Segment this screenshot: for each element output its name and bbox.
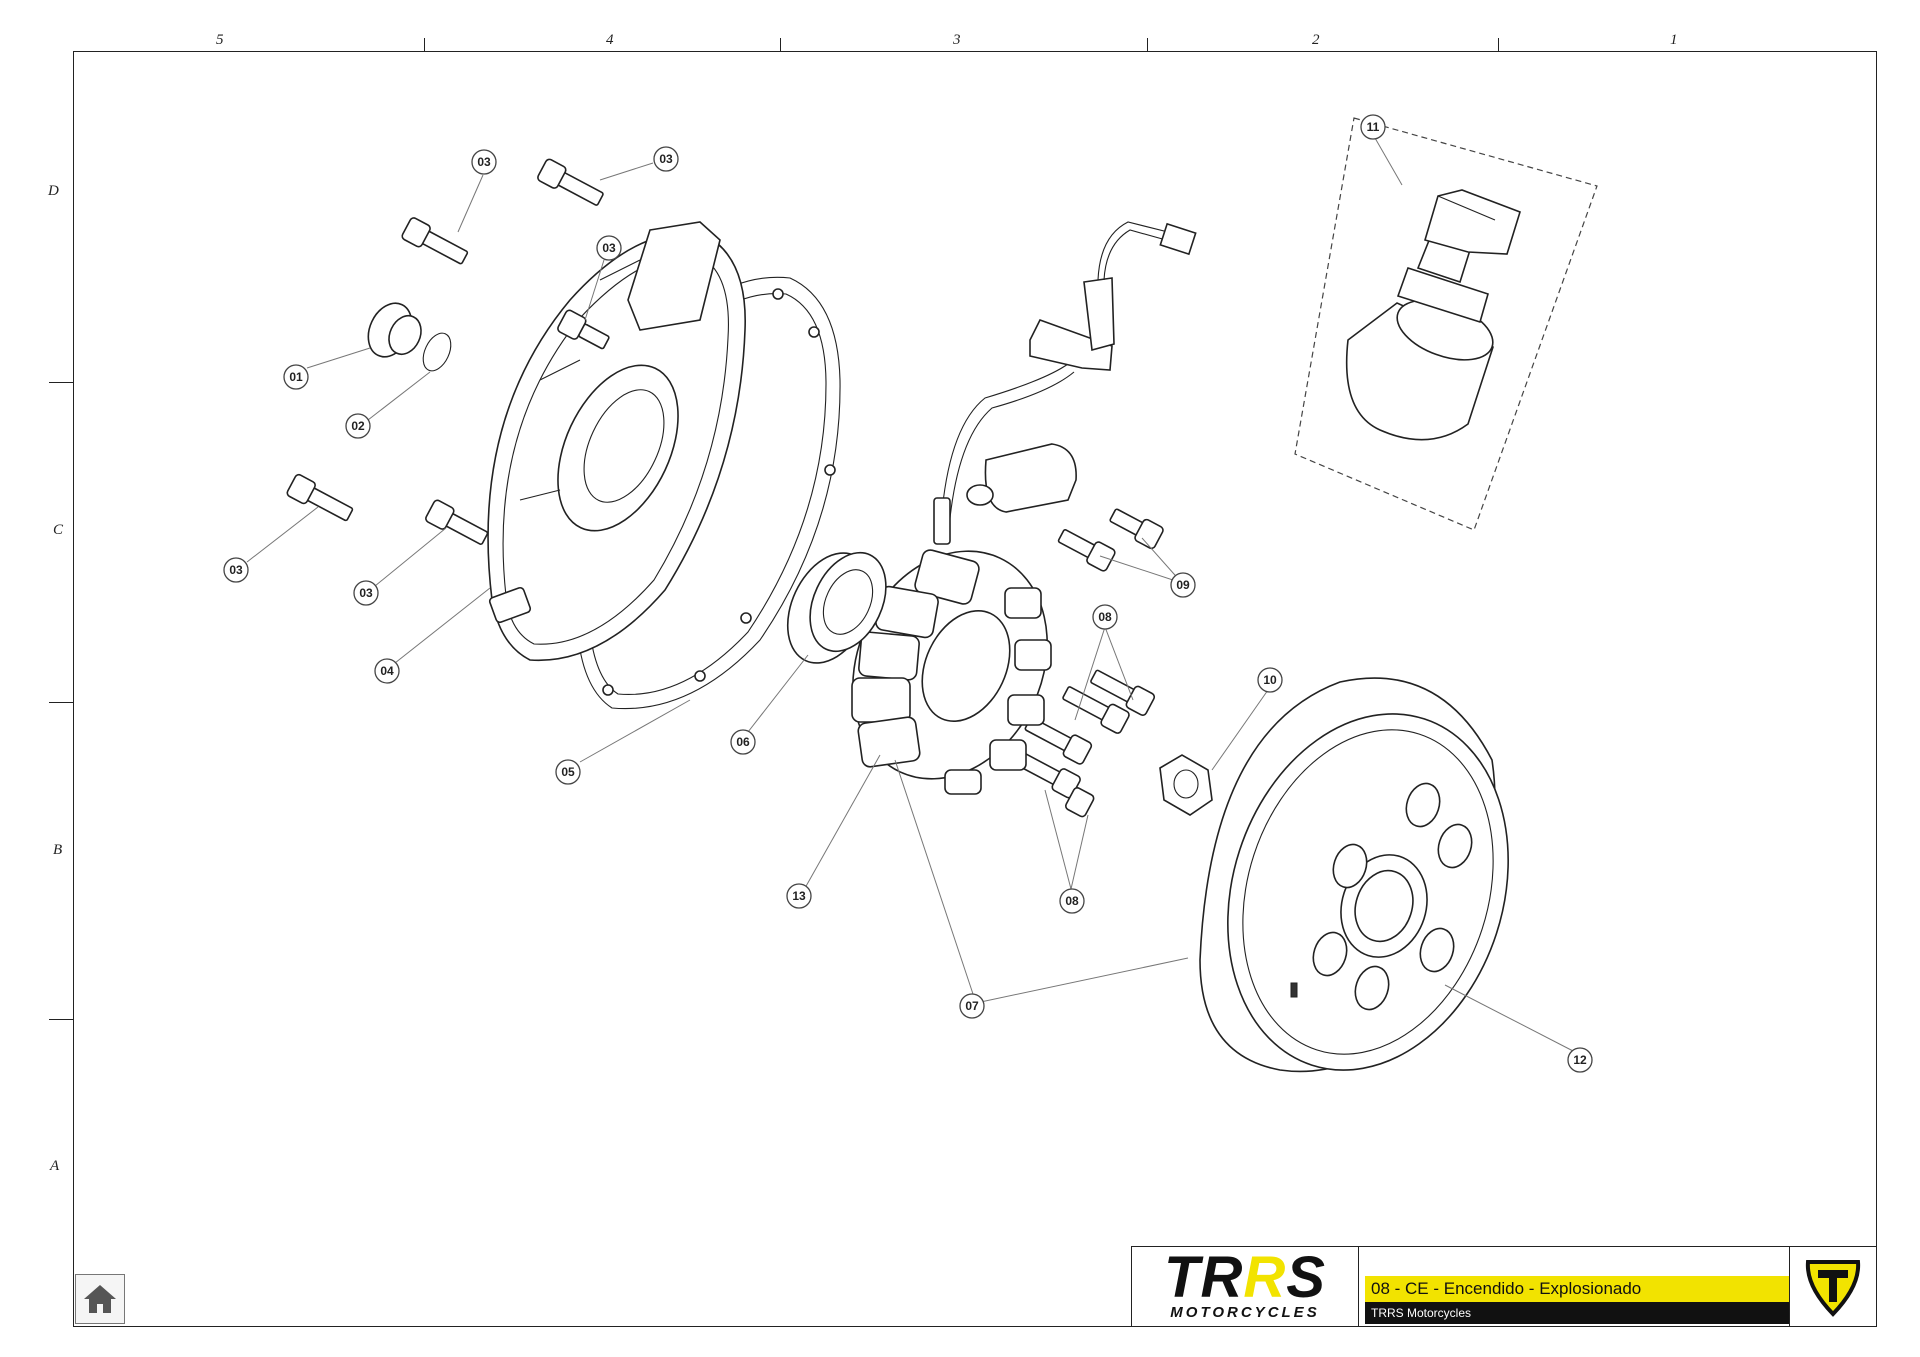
column-tick xyxy=(1498,38,1499,52)
part-09-pickup-screws xyxy=(1057,508,1164,572)
svg-text:03: 03 xyxy=(602,241,616,255)
part-01-plug xyxy=(367,302,422,358)
part-12-flywheel-rotor xyxy=(1199,677,1509,1073)
logo-letter-accent: R xyxy=(1243,1245,1287,1310)
svg-text:06: 06 xyxy=(736,735,750,749)
row-tick xyxy=(49,702,73,703)
drawing-title: 08 - CE - Encendido - Explosionado xyxy=(1365,1276,1789,1302)
svg-text:10: 10 xyxy=(1263,673,1277,687)
leader-lines xyxy=(246,137,1576,1053)
svg-text:07: 07 xyxy=(965,999,979,1013)
logo-letters-tr: TR xyxy=(1164,1245,1244,1310)
title-info: 08 - CE - Encendido - Explosionado TRRS … xyxy=(1359,1247,1789,1326)
svg-text:02: 02 xyxy=(351,419,365,433)
svg-text:08: 08 xyxy=(1065,894,1079,908)
trrs-logo: TRRS MOTORCYCLES xyxy=(1132,1247,1359,1326)
part-04-ignition-cover xyxy=(487,221,746,662)
title-block: TRRS MOTORCYCLES 08 - CE - Encendido - E… xyxy=(1131,1246,1877,1327)
row-tick xyxy=(49,382,73,383)
column-tick xyxy=(1147,38,1148,52)
svg-text:11: 11 xyxy=(1367,120,1380,134)
svg-text:09: 09 xyxy=(1176,578,1190,592)
part-07-wiring-pickup xyxy=(933,221,1197,545)
logo-wordmark: TRRS xyxy=(1164,1249,1326,1307)
row-label-a: A xyxy=(50,1158,60,1174)
column-label-5: 5 xyxy=(216,32,224,48)
part-13-stator xyxy=(851,549,1052,795)
svg-text:08: 08 xyxy=(1098,610,1112,624)
part-08-stator-screws xyxy=(1014,669,1156,818)
svg-text:03: 03 xyxy=(477,155,491,169)
svg-text:12: 12 xyxy=(1573,1053,1587,1067)
drawing-frame xyxy=(73,51,1877,1327)
row-label-c: C xyxy=(53,522,64,538)
svg-text:01: 01 xyxy=(289,370,303,384)
callout-03: 03 xyxy=(471,149,497,175)
svg-text:03: 03 xyxy=(359,586,373,600)
svg-text:13: 13 xyxy=(792,889,806,903)
trrs-shield-icon xyxy=(1805,1259,1861,1317)
row-label-b: B xyxy=(53,842,63,858)
svg-text:03: 03 xyxy=(659,152,673,166)
callout-10: 10 xyxy=(1257,667,1283,693)
callout-08: 08 xyxy=(1092,604,1118,630)
svg-text:05: 05 xyxy=(561,765,575,779)
home-icon xyxy=(84,1285,116,1313)
callout-07: 07 xyxy=(959,993,985,1019)
part-11-flywheel-puller xyxy=(1294,117,1598,531)
callout-03: 03 xyxy=(223,557,249,583)
trrs-badge xyxy=(1789,1247,1876,1326)
column-label-4: 4 xyxy=(606,32,614,48)
part-10-nut xyxy=(1159,754,1213,816)
callout-12: 12 xyxy=(1567,1047,1593,1073)
callout-01: 01 xyxy=(283,364,309,390)
callout-03: 03 xyxy=(596,235,622,261)
logo-letter-s: S xyxy=(1286,1245,1326,1310)
callout-03: 03 xyxy=(353,580,379,606)
logo-tagline: MOTORCYCLES xyxy=(1170,1304,1320,1321)
row-tick xyxy=(49,1019,73,1020)
callout-03: 03 xyxy=(653,146,679,172)
column-label-1: 1 xyxy=(1670,32,1678,48)
column-label-2: 2 xyxy=(1312,32,1320,48)
callout-06: 06 xyxy=(730,729,756,755)
column-tick xyxy=(780,38,781,52)
callout-13: 13 xyxy=(786,883,812,909)
callout-04: 04 xyxy=(374,658,400,684)
svg-text:03: 03 xyxy=(229,563,243,577)
row-label-d: D xyxy=(48,183,59,199)
part-03-cover-screws xyxy=(286,158,610,545)
column-tick xyxy=(424,38,425,52)
callout-09: 09 xyxy=(1170,572,1196,598)
part-02-o-ring xyxy=(422,332,452,372)
callout-02: 02 xyxy=(345,413,371,439)
svg-text:04: 04 xyxy=(380,664,394,678)
drawing-subtitle: TRRS Motorcycles xyxy=(1365,1302,1789,1324)
callout-05: 05 xyxy=(555,759,581,785)
callout-bubbles: 03 03 03 01 02 03 03 04 05 06 13 07 08 0… xyxy=(223,114,1593,1073)
callout-08: 08 xyxy=(1059,888,1085,914)
callout-11: 11 xyxy=(1360,114,1386,140)
home-button[interactable] xyxy=(75,1274,125,1324)
part-06-bearing xyxy=(786,551,887,664)
column-label-3: 3 xyxy=(953,32,961,48)
